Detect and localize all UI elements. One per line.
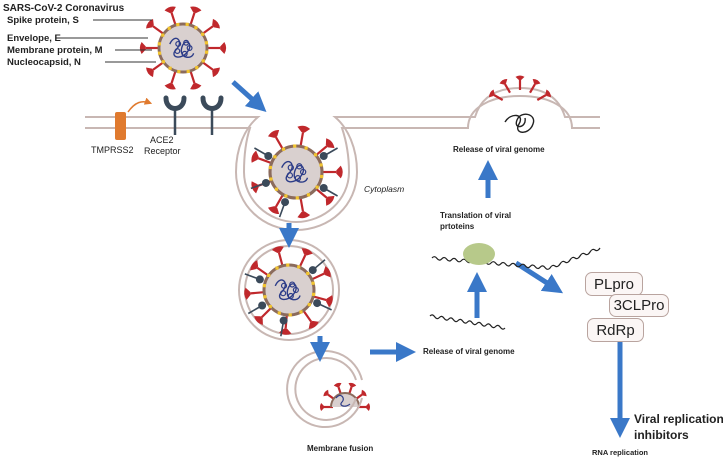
plpro-box: PLpro [585,272,643,296]
label-envelope: Envelope, E [7,33,61,44]
label-spike: Spike protein, S [7,15,79,26]
label-receptor: Receptor [144,146,181,156]
sars-cov-2-virion [139,6,227,90]
endocytosed-virion [250,125,343,219]
label-membrane: Membrane protein, M [7,45,103,56]
fusing-virion [319,382,371,412]
endosomal-virion [244,246,333,337]
plpro-label: PLpro [593,275,635,293]
budding-site [489,75,551,133]
label-release-top: Release of viral genome [453,145,545,154]
label-rna-replication: RNA replication [592,448,648,457]
rna-strand-upper [431,247,601,270]
ribosome-icon [463,243,495,265]
label-inhibitors-1: Viral replication [634,412,723,426]
label-ace2: ACE2 [150,135,174,145]
tmprss2-protein [115,112,126,140]
ace2-receptor-2 [200,95,224,135]
rna-strand-lower [429,314,506,330]
protease-arrow [514,260,564,294]
released-rna [504,113,535,133]
fusion-endosome [286,350,363,428]
virus-title: SARS-CoV-2 Coronavirus [3,3,125,14]
plasma-membrane [85,86,600,232]
rdrp-box: RdRp [587,318,644,342]
label-inhibitors-2: inhibitors [634,428,689,442]
label-nucleocapsid: Nucleocapsid, N [7,57,81,68]
label-translation-2: prtoteins [440,222,475,231]
entry-arrow [231,80,267,113]
ace2-receptor-1 [163,95,187,135]
3clpro-label: 3CLPro [613,297,665,314]
rdrp-label: RdRp [596,321,635,339]
label-release-mid: Release of viral genome [423,347,515,356]
label-translation-1: Translation of viral [440,211,511,220]
label-cytoplasm: Cytoplasm [364,184,404,194]
3clpro-box: 3CLPro [609,294,669,317]
label-tmprss2: TMPRSS2 [91,145,134,155]
viral-rna-strands [429,247,601,330]
process-arrows [231,80,630,438]
callout-lines [60,19,156,63]
label-membrane-fusion: Membrane fusion [307,444,373,453]
cleavage-arrow [127,97,153,113]
